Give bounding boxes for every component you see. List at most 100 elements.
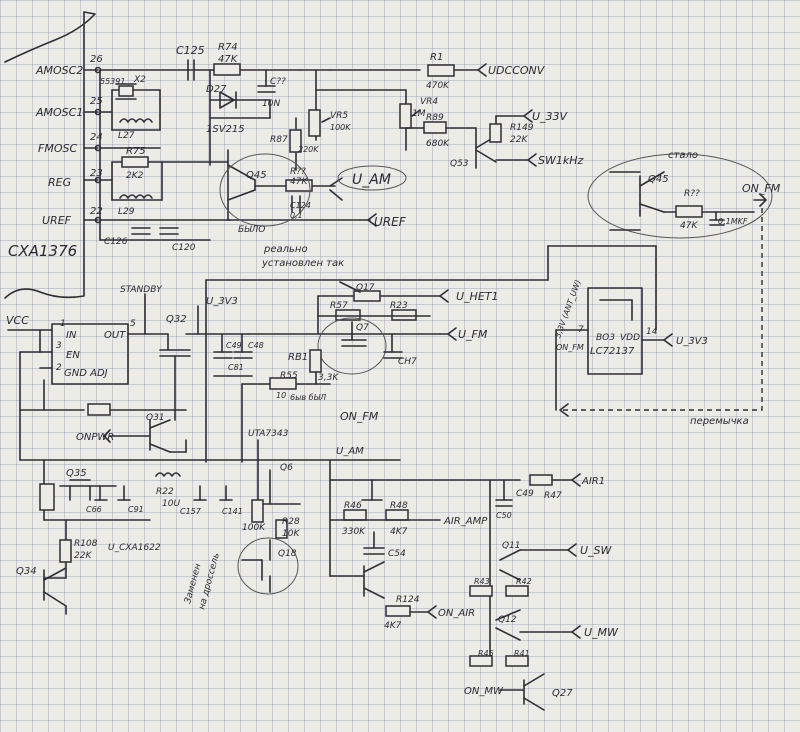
net-u33v: U_33V (532, 110, 569, 123)
rqb-label: R?? (684, 189, 700, 199)
q45b-label: Q45 (648, 174, 669, 185)
vr4-value: 1M (412, 109, 426, 119)
q34-label: Q34 (16, 566, 37, 577)
cq-value: 10N (262, 99, 280, 109)
q6-label: Q6 (280, 463, 293, 473)
note-installed: установлен так (261, 258, 344, 269)
reg-pin2: 2 (56, 363, 62, 373)
r28-value: 10K (282, 529, 300, 539)
r46-label: R46 (344, 501, 362, 511)
q31-label: Q31 (146, 413, 165, 423)
lc-vdd: VDD (620, 333, 640, 343)
q45-label: Q45 (246, 170, 267, 181)
l27-label: L27 (118, 131, 135, 141)
c49b-label: C49 (516, 489, 534, 499)
r1-value: 470K (426, 81, 450, 91)
net-u-fm: U_FM (458, 328, 488, 341)
net-u-am-bottom: U_AM (336, 446, 364, 457)
q12-label: Q12 (498, 615, 517, 625)
lc-pin14: 14 (646, 327, 658, 337)
net-on-air: ON_AIR (438, 608, 475, 619)
lower-left-section (19, 459, 401, 615)
note-bylo2: 6ыв бЫЛ (290, 393, 326, 402)
reg-pin1: 1 (60, 319, 66, 329)
net-air-amp: AIR_AMP (443, 516, 488, 527)
vr5-value: 100K (330, 123, 351, 132)
r149-label: R149 (510, 123, 534, 133)
q18-label: Q18 (278, 549, 297, 559)
r46-value: 330K (342, 527, 366, 537)
vr5-label: VR5 (330, 111, 348, 121)
cq-label: C?? (270, 77, 286, 87)
net-vcc: VCC (6, 314, 29, 327)
r28-label: R28 (282, 517, 300, 527)
r55-label: R55 (280, 371, 298, 381)
lc72137-block (555, 287, 673, 411)
ch7-label: CH7 (398, 357, 417, 367)
pin-25-name: AMOSC1 (35, 106, 83, 119)
c50-label: C50 (496, 511, 512, 520)
c120-label: C120 (172, 243, 196, 253)
r89-value: 680K (426, 139, 450, 149)
r57-label: R57 (330, 301, 348, 311)
pin-26-name: AMOSC2 (35, 64, 83, 77)
c54-label: C54 (388, 549, 406, 559)
handwritten-notes: БЫЛО реально установлен так стало 6ыв бЫ… (183, 150, 748, 611)
c125-label: C125 (176, 44, 205, 57)
net-u3v3-right: U_3V3 (676, 336, 708, 347)
c126-label: C126 (104, 237, 128, 247)
r48-label: R48 (390, 501, 408, 511)
c49-label: C49 (226, 341, 242, 350)
reg-pin3: 3 (56, 341, 62, 351)
net-u-am-top: U_AM (352, 172, 391, 188)
oscillator-wiring (99, 59, 537, 241)
net-uta7343: UTA7343 (248, 429, 289, 439)
q53-label: Q53 (450, 159, 469, 169)
note-stalo: стало (668, 150, 698, 161)
r108-label: R108 (74, 539, 98, 549)
rqb-value: 47K (680, 221, 698, 231)
net-labels: U_AM UREF UDCCONV U_33V SW1kHz ON_FM VCC… (6, 64, 781, 697)
r149-value: 22K (510, 135, 528, 145)
r74-value: 47K (218, 54, 239, 65)
r89-label: R89 (426, 113, 444, 123)
rq-label: R?? (290, 167, 306, 177)
cfm-value: 0,1MKF (718, 217, 748, 226)
net-uref: UREF (374, 215, 407, 229)
r55-value: 3,3K (318, 373, 339, 383)
new-q45-circuit (587, 153, 773, 239)
jumper-line (559, 208, 763, 417)
note-jumper: перемычка (690, 416, 749, 427)
ic-cxa1376-outline (4, 11, 96, 299)
r43-label: R43 (474, 577, 490, 586)
r1-label: R1 (430, 52, 443, 63)
r45-label: R45 (478, 649, 494, 658)
rq-value: 47K (290, 177, 308, 187)
note-replaced-2: на дроссель (197, 552, 222, 611)
d27-value: 1SV215 (206, 124, 245, 135)
r42-label: R42 (516, 577, 532, 586)
r41-label: R41 (514, 649, 530, 658)
r75-value: 2K2 (126, 171, 144, 181)
r75-label: R75 (126, 146, 146, 157)
r87-value: 220K (298, 145, 319, 154)
r87-label: R87 (270, 135, 288, 145)
r124-value: 4K7 (384, 621, 402, 631)
regulator-labels: 1 IN OUT 3 EN 2 GND ADJ 5 STANDBY (56, 285, 163, 379)
r74-label: R74 (218, 42, 238, 53)
r124-label: R124 (396, 595, 420, 605)
c48-label: C48 (248, 341, 264, 350)
pin-24-name: FMOSC (38, 142, 77, 155)
pin-24-num: 24 (90, 132, 103, 143)
c66-label: C66 (86, 505, 102, 514)
c141-label: C141 (222, 507, 243, 516)
r23-label: R23 (390, 301, 408, 311)
r47-label: R47 (544, 491, 562, 501)
r22-value: 10U (162, 499, 180, 509)
r22-label: R22 (156, 487, 174, 497)
vr4-label: VR4 (420, 97, 438, 107)
ic-pin-stubs (83, 66, 102, 224)
reg-pin5: 5 (130, 319, 136, 329)
